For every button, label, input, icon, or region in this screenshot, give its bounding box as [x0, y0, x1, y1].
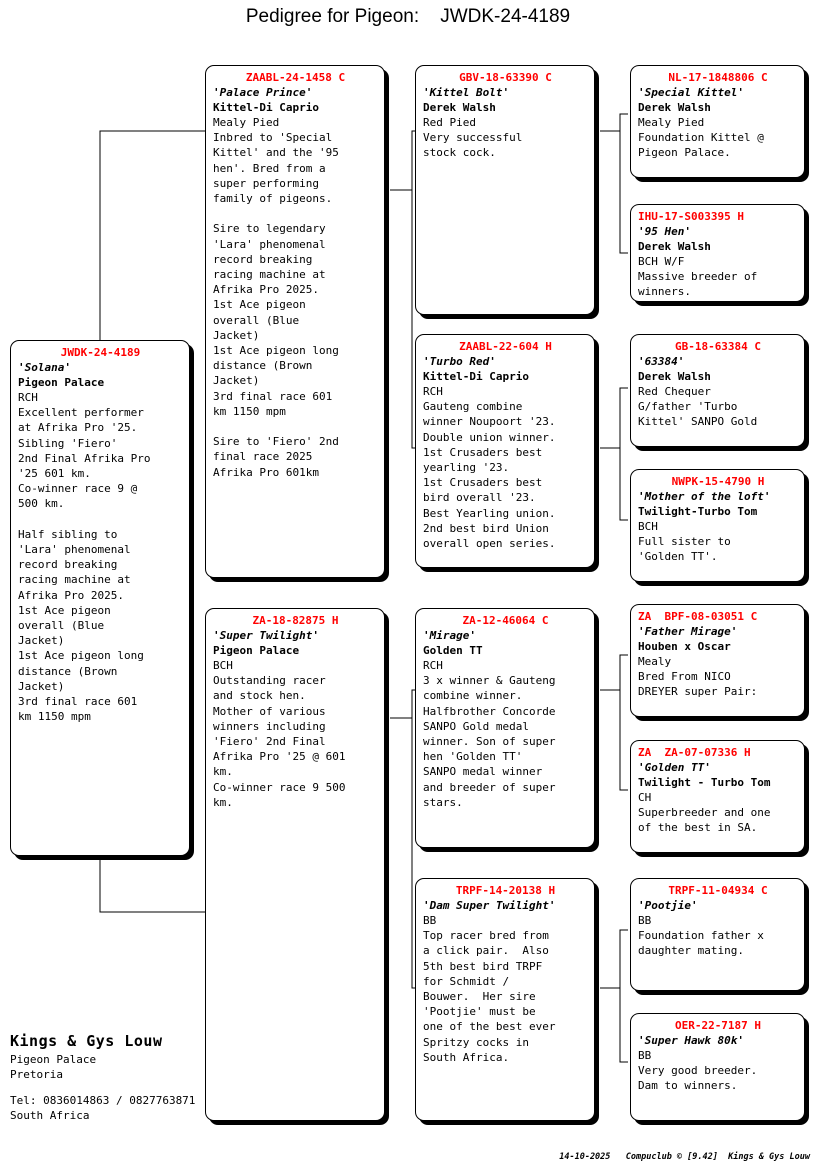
ring-number: NL-17-1848806 C	[668, 71, 768, 84]
pedigree-box-sire[interactable]: ZAABL-24-1458 C 'Palace Prince' Kittel-D…	[205, 65, 385, 578]
ring-number: ZA BPF-08-03051 C	[638, 610, 758, 623]
bird-notes: Red Chequer G/father 'Turbo Kittel' SANP…	[638, 385, 758, 429]
bird-name: 'Father Mirage'	[638, 625, 738, 638]
pedigree-box-great-grandparent-1[interactable]: NL-17-1848806 C 'Special Kittel' Derek W…	[630, 65, 805, 178]
bird-notes: RCH 3 x winner & Gauteng combine winner.…	[423, 659, 556, 809]
ring-number: JWDK-24-4189	[60, 346, 141, 359]
bird-name: 'Mother of the loft'	[638, 490, 771, 503]
bird-name: 'Solana'	[18, 361, 71, 374]
loft-country: South Africa	[10, 1109, 90, 1122]
page-title: Pedigree for Pigeon: JWDK-24-4189	[245, 6, 571, 27]
ring-number: TRPF-11-04934 C	[668, 884, 768, 897]
bird-name: 'Special Kittel'	[638, 86, 744, 99]
bird-name: 'Mirage'	[423, 629, 476, 642]
pedigree-box-maternal-granddam[interactable]: TRPF-14-20138 H 'Dam Super Twilight' BB …	[415, 878, 595, 1121]
ring-number: ZA ZA-07-07336 H	[638, 746, 751, 759]
bird-notes: BB Foundation father x daughter mating.	[638, 914, 764, 958]
bird-notes: Mealy Pied Foundation Kittel @ Pigeon Pa…	[638, 116, 764, 160]
bird-name: '95 Hen'	[638, 225, 691, 238]
ring-number: ZA-12-46064 C	[462, 614, 549, 627]
bird-name: 'Dam Super Twilight'	[423, 899, 556, 912]
bird-name: 'Super Hawk 80k'	[638, 1034, 744, 1047]
bird-strain: Houben x Oscar	[638, 640, 731, 653]
bird-name: 'Kittel Bolt'	[423, 86, 510, 99]
pedigree-box-maternal-grandsire[interactable]: ZA-12-46064 C 'Mirage' Golden TT RCH 3 x…	[415, 608, 595, 848]
loft-owner-block: Kings & Gys Louw Pigeon Palace Pretoria …	[10, 1030, 310, 1123]
ring-number: IHU-17-S003395 H	[638, 210, 744, 223]
bird-notes: RCH Excellent performer at Afrika Pro '2…	[18, 391, 151, 724]
pedigree-box-great-grandparent-2[interactable]: IHU-17-S003395 H '95 Hen' Derek Walsh BC…	[630, 204, 805, 302]
pedigree-box-great-grandparent-3[interactable]: GB-18-63384 C '63384' Derek Walsh Red Ch…	[630, 334, 805, 447]
bird-strain: Derek Walsh	[638, 370, 711, 383]
loft-spacer	[10, 1082, 310, 1093]
bird-strain: Twilight-Turbo Tom	[638, 505, 758, 518]
ring-number: OER-22-7187 H	[674, 1019, 762, 1032]
pedigree-box-great-grandparent-6[interactable]: ZA ZA-07-07336 H 'Golden TT' Twilight - …	[630, 740, 805, 853]
bird-notes: Red Pied Very successful stock cock.	[423, 116, 523, 160]
bird-name: 'Pootjie'	[638, 899, 698, 912]
ring-number: GBV-18-63390 C	[459, 71, 552, 84]
bird-name: 'Turbo Red'	[423, 355, 496, 368]
bird-notes: BB Very good breeder. Dam to winners.	[638, 1049, 758, 1093]
ring-number: ZAABL-22-604 H	[459, 340, 552, 353]
loft-name: Kings & Gys Louw	[10, 1032, 163, 1050]
bird-name: 'Palace Prince'	[213, 86, 313, 99]
pedigree-box-paternal-grandsire[interactable]: GBV-18-63390 C 'Kittel Bolt' Derek Walsh…	[415, 65, 595, 315]
bird-name: 'Super Twilight'	[213, 629, 319, 642]
pedigree-box-paternal-granddam[interactable]: ZAABL-22-604 H 'Turbo Red' Kittel-Di Cap…	[415, 334, 595, 568]
bird-strain: Kittel-Di Caprio	[423, 370, 529, 383]
bird-notes: BCH W/F Massive breeder of winners.	[638, 255, 758, 299]
loft-telephone: Tel: 0836014863 / 0827763871	[10, 1094, 196, 1107]
pedigree-box-great-grandparent-7[interactable]: TRPF-11-04934 C 'Pootjie' BB Foundation …	[630, 878, 805, 991]
ring-number: NWPK-15-4790 H	[671, 475, 765, 488]
ring-number: GB-18-63384 C	[674, 340, 762, 353]
bird-notes: CH Superbreeder and one of the best in S…	[638, 791, 771, 835]
bird-notes: BB Top racer bred from a click pair. Als…	[423, 914, 556, 1064]
bird-notes: Mealy Pied Inbred to 'Special Kittel' an…	[213, 116, 339, 479]
ring-number: ZA-18-82875 H	[252, 614, 339, 627]
bird-notes: BCH Full sister to 'Golden TT'.	[638, 520, 731, 564]
bird-notes: RCH Gauteng combine winner Noupoort '23.…	[423, 385, 556, 551]
pedigree-box-subject[interactable]: JWDK-24-4189 'Solana' Pigeon Palace RCH …	[10, 340, 190, 856]
bird-name: 'Golden TT'	[638, 761, 711, 774]
pedigree-box-great-grandparent-5[interactable]: ZA BPF-08-03051 C 'Father Mirage' Houben…	[630, 604, 805, 717]
bird-strain: Derek Walsh	[638, 101, 711, 114]
bird-strain: Pigeon Palace	[213, 644, 300, 657]
loft-address-line-1: Pigeon Palace	[10, 1053, 97, 1066]
pedigree-box-dam[interactable]: ZA-18-82875 H 'Super Twilight' Pigeon Pa…	[205, 608, 385, 1121]
bird-strain: Derek Walsh	[638, 240, 711, 253]
pedigree-box-great-grandparent-8[interactable]: OER-22-7187 H 'Super Hawk 80k' BB Very g…	[630, 1013, 805, 1121]
bird-strain: Derek Walsh	[423, 101, 496, 114]
loft-address-line-2: Pretoria	[10, 1068, 63, 1081]
ring-number: TRPF-14-20138 H	[455, 884, 556, 897]
ring-number: ZAABL-24-1458 C	[245, 71, 346, 84]
bird-strain: Kittel-Di Caprio	[213, 101, 319, 114]
bird-notes: BCH Outstanding racer and stock hen. Mot…	[213, 659, 346, 809]
pedigree-box-great-grandparent-4[interactable]: NWPK-15-4790 H 'Mother of the loft' Twil…	[630, 469, 805, 582]
bird-strain: Pigeon Palace	[18, 376, 105, 389]
bird-name: '63384'	[638, 355, 685, 368]
bird-notes: Mealy Bred From NICO DREYER super Pair:	[638, 655, 758, 699]
bird-strain: Golden TT	[423, 644, 483, 657]
bird-strain: Twilight - Turbo Tom	[638, 776, 771, 789]
footer-credit: 14-10-2025 Compuclub © [9.42] Kings & Gy…	[559, 1152, 810, 1162]
